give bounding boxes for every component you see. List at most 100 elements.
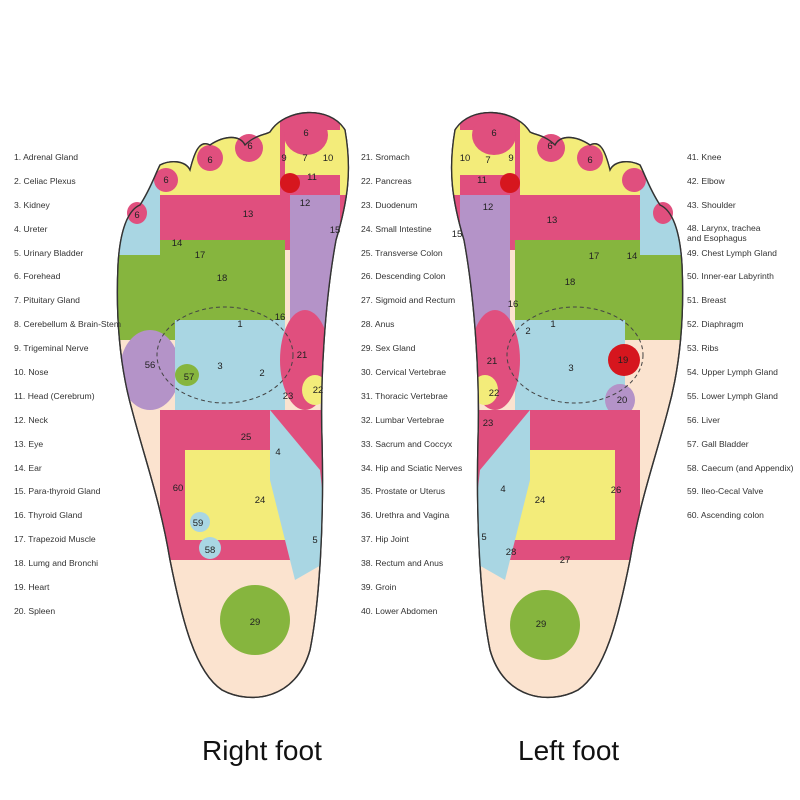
legend-item: 36. Urethra and Vagina	[361, 510, 450, 521]
legend-item: 59. Ileo-Cecal Valve	[687, 486, 764, 497]
zone-label: 5	[481, 532, 486, 543]
legend-item: 49. Chest Lymph Gland	[687, 247, 777, 258]
zone-label: 57	[184, 372, 195, 383]
legend-item: 12. Neck	[14, 414, 48, 425]
legend-item: 38. Rectum and Anus	[361, 558, 444, 569]
zone-label: 29	[536, 619, 547, 630]
zone-label: 21	[297, 350, 308, 361]
zone-label: 17	[589, 251, 600, 262]
legend-item: 54. Upper Lymph Gland	[687, 367, 778, 378]
right-foot-caption: Right foot	[202, 735, 322, 766]
legend-item: 6. Forehead	[14, 271, 61, 282]
zone-label: 10	[460, 153, 471, 164]
legend-item: 30. Cervical Vertebrae	[361, 367, 447, 378]
zone-label: 14	[172, 238, 183, 249]
legend-item: 53. Ribs	[687, 343, 719, 354]
legend-item: 60. Ascending colon	[687, 510, 764, 521]
zone-label: 14	[627, 251, 638, 262]
zone-label: 21	[487, 356, 498, 367]
zone-label: 1	[550, 319, 555, 330]
zone-label: 26	[611, 485, 622, 496]
zone-label: 23	[483, 418, 494, 429]
legend-item: 2. Celiac Plexus	[14, 175, 76, 186]
legend-item: 8. Cerebellum & Brain-Stem	[14, 319, 121, 330]
legend-item: 19. Heart	[14, 582, 50, 593]
legend-item: 32. Lumbar Vertebrae	[361, 414, 445, 425]
legend-item: 29. Sex Gland	[361, 343, 416, 354]
legend-item: 15. Para-thyroid Gland	[14, 486, 101, 497]
legend-item: 31. Thoracic Vertebrae	[361, 390, 448, 401]
zone-label: 7	[302, 153, 307, 164]
zone-label: 6	[207, 155, 212, 166]
zone-label: 9	[281, 153, 286, 164]
zone-label: 6	[303, 128, 308, 139]
zone-label: 19	[618, 355, 629, 366]
legend-item: 40. Lower Abdomen	[361, 605, 438, 616]
zone-label: 6	[247, 141, 252, 152]
legend-item: 39. Groin	[361, 582, 397, 593]
zone-label: 20	[617, 395, 628, 406]
left-foot-map	[450, 111, 684, 699]
left-foot-caption: Left foot	[518, 735, 620, 766]
zone-label: 18	[565, 277, 576, 288]
zone-label: 10	[323, 153, 334, 164]
legend-item: 56. Liver	[687, 414, 720, 425]
legend-item: 28. Anus	[361, 319, 395, 330]
zone-label: 60	[173, 483, 184, 494]
legend-item: 37. Hip Joint	[361, 534, 409, 545]
legend-item: 34. Hip and Sciatic Nerves	[361, 462, 463, 473]
zone-label: 7	[485, 155, 490, 166]
legend-item: 9. Trigeminal Nerve	[14, 343, 89, 354]
legend-item: 41. Knee	[687, 152, 722, 162]
zone-label: 29	[250, 617, 261, 628]
zone-label: 25	[241, 432, 252, 443]
zone-label: 22	[313, 385, 324, 396]
zone-label: 27	[560, 555, 571, 566]
zone-label: 4	[275, 447, 280, 458]
zone-label: 11	[477, 175, 487, 186]
zone-label: 1	[237, 319, 242, 330]
legend-item: 24. Small Intestine	[361, 223, 432, 234]
legend-item: 58. Caecum (and Appendix)	[687, 462, 794, 473]
zone-label: 18	[217, 273, 228, 284]
zone-label: 22	[489, 388, 500, 399]
zone-label: 16	[275, 312, 286, 323]
legend-item: 16. Thyroid Gland	[14, 510, 83, 521]
zone-label: 6	[547, 141, 552, 152]
legend-item: 4. Ureter	[14, 223, 48, 234]
zone-label: 59	[193, 518, 204, 529]
legend-item: 25. Transverse Colon	[361, 247, 443, 258]
legend-item: 20. Spleen	[14, 605, 56, 616]
zone-label: 2	[259, 368, 264, 379]
legend-item: 52. Diaphragm	[687, 319, 744, 330]
zone-label: 28	[506, 547, 517, 558]
zone-label: 6	[134, 210, 139, 221]
legend-item: 14. Ear	[14, 462, 42, 473]
right-foot-map	[116, 111, 350, 699]
legend-item: 11. Head (Cerebrum)	[14, 390, 95, 401]
legend-item: 17. Trapezoid Muscle	[14, 534, 96, 545]
zone-label: 13	[547, 215, 558, 226]
legend-item: 51. Breast	[687, 295, 727, 306]
legend-item: 1. Adrenal Gland	[14, 152, 79, 162]
legend-item: 33. Sacrum and Coccyx	[361, 438, 453, 449]
legend-item: 10. Nose	[14, 367, 49, 378]
zone-label: 4	[500, 484, 505, 495]
zone-label: 23	[283, 391, 294, 402]
zone-label: 11	[307, 172, 317, 183]
legend-item: 55. Lower Lymph Gland	[687, 390, 778, 401]
legend-item: 23. Duodenum	[361, 199, 418, 210]
zone-label: 24	[255, 495, 266, 506]
legend-item: 43. Shoulder	[687, 199, 736, 210]
legend-item: 3. Kidney	[14, 199, 50, 210]
zone-label: 15	[452, 229, 463, 240]
zone-label: 12	[483, 202, 494, 213]
legend-item: 57. Gall Bladder	[687, 438, 749, 449]
zone-label: 16	[508, 299, 519, 310]
zone-label: 15	[330, 225, 341, 236]
